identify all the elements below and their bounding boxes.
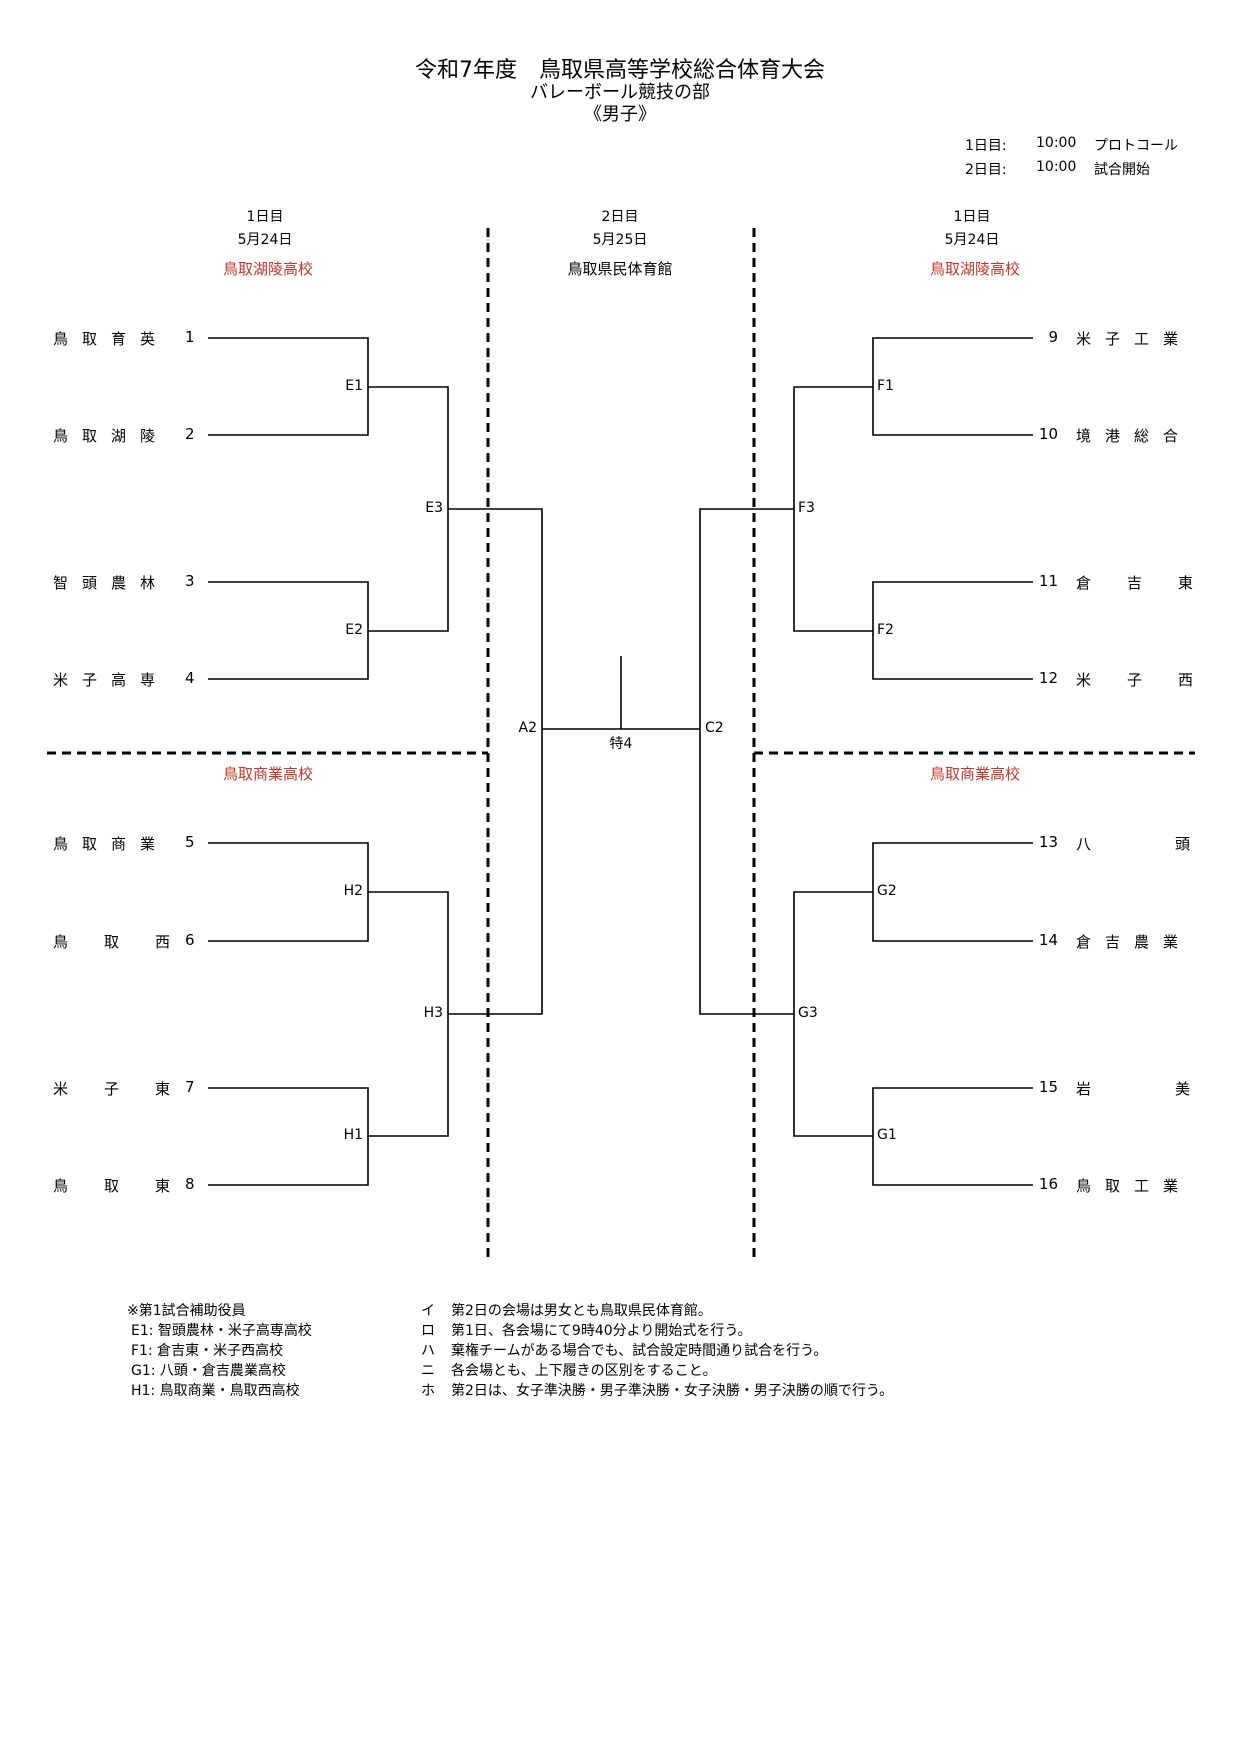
rule-mark: ニ xyxy=(421,1363,435,1379)
right-day-label: 1日目 xyxy=(953,209,991,225)
match-h1-label: H1 xyxy=(343,1127,363,1143)
team-name: 倉吉農業 xyxy=(1076,933,1193,951)
match-f1-label: F1 xyxy=(877,378,894,394)
schedule-day2-event: 試合開始 xyxy=(1094,162,1150,178)
page-subtitle: バレーボール競技の部 xyxy=(530,82,710,103)
team-name: 鳥取湖陵 xyxy=(53,427,170,445)
match-e3-label: E3 xyxy=(425,500,443,516)
match-e2-label: E2 xyxy=(345,622,363,638)
team-number: 12 xyxy=(1038,669,1058,687)
team-right-9: 米子工業 xyxy=(1076,328,1192,349)
team-number: 9 xyxy=(1048,328,1058,346)
team-number: 2 xyxy=(185,425,195,443)
team-number: 14 xyxy=(1038,931,1058,949)
match-a2-label: A2 xyxy=(518,720,537,736)
left-date-label: 5月24日 xyxy=(237,232,293,248)
team-number: 7 xyxy=(185,1078,195,1096)
team-number: 11 xyxy=(1038,572,1058,590)
assist-item-g1: G1: 八頭・倉吉農業高校 xyxy=(131,1363,286,1379)
rule-mark: ホ xyxy=(421,1383,435,1399)
team-left-2: 鳥取湖陵 xyxy=(53,425,165,446)
match-g3-label: G3 xyxy=(798,1005,818,1021)
center-venue: 鳥取県民体育館 xyxy=(567,260,673,278)
team-number: 8 xyxy=(185,1175,195,1193)
match-h3-label: H3 xyxy=(423,1005,443,1021)
team-number: 10 xyxy=(1038,425,1058,443)
team-number: 6 xyxy=(185,931,195,949)
page-title: 令和7年度 鳥取県高等学校総合体育大会 xyxy=(415,58,825,83)
team-right-15: 岩美 xyxy=(1076,1078,1241,1099)
match-final-label: 特4 xyxy=(609,736,633,752)
match-c2-label: C2 xyxy=(705,720,724,736)
team-name: 鳥取工業 xyxy=(1076,1177,1193,1195)
team-name: 米子工業 xyxy=(1076,330,1193,348)
schedule-day1-label: 1日目: xyxy=(965,138,1007,154)
team-name: 鳥取東 xyxy=(53,1177,207,1195)
match-g2-label: G2 xyxy=(877,883,897,899)
team-left-6: 鳥取西 xyxy=(53,931,207,952)
assist-item-h1: H1: 鳥取商業・鳥取西高校 xyxy=(131,1383,300,1399)
schedule-day1-time: 10:00 xyxy=(1036,135,1077,151)
team-name: 鳥取育英 xyxy=(53,330,170,348)
venue-top-left: 鳥取湖陵高校 xyxy=(222,260,314,278)
schedule-day1-event: プロトコール xyxy=(1094,138,1178,154)
team-number: 13 xyxy=(1038,833,1058,851)
rule-text: 各会場とも、上下履きの区別をすること。 xyxy=(451,1363,717,1379)
team-left-7: 米子東 xyxy=(53,1078,207,1099)
team-number: 3 xyxy=(185,572,195,590)
venue-bottom-right: 鳥取商業高校 xyxy=(929,765,1021,783)
venue-top-right: 鳥取湖陵高校 xyxy=(929,260,1021,278)
assist-heading: ※第1試合補助役員 xyxy=(127,1303,246,1319)
team-name: 米子西 xyxy=(1076,671,1230,689)
team-left-5: 鳥取商業 xyxy=(53,833,165,854)
venue-bottom-left: 鳥取商業高校 xyxy=(222,765,314,783)
schedule-day2-label: 2日目: xyxy=(965,162,1007,178)
schedule-day2-time: 10:00 xyxy=(1036,159,1077,175)
team-right-16: 鳥取工業 xyxy=(1076,1175,1192,1196)
team-number: 5 xyxy=(185,833,195,851)
team-name: 米子東 xyxy=(53,1080,207,1098)
assist-item-e1: E1: 智頭農林・米子高専高校 xyxy=(131,1323,312,1339)
left-day-label: 1日目 xyxy=(246,209,284,225)
team-right-14: 倉吉農業 xyxy=(1076,931,1192,952)
rule-text: 第2日は、女子準決勝・男子準決勝・女子決勝・男子決勝の順で行う。 xyxy=(451,1383,894,1399)
team-name: 鳥取商業 xyxy=(53,835,170,853)
team-number: 16 xyxy=(1038,1175,1058,1193)
rule-text: 第1日、各会場にて9時40分より開始式を行う。 xyxy=(451,1323,752,1339)
team-right-12: 米子西 xyxy=(1076,669,1229,690)
team-right-10: 境港総合 xyxy=(1076,425,1192,446)
team-left-4: 米子高専 xyxy=(53,669,165,690)
match-f2-label: F2 xyxy=(877,622,894,638)
rule-mark: ロ xyxy=(421,1323,435,1339)
team-left-8: 鳥取東 xyxy=(53,1175,207,1196)
team-right-11: 倉吉東 xyxy=(1076,572,1229,593)
assist-item-f1: F1: 倉吉東・米子西高校 xyxy=(131,1343,284,1359)
rule-text: 棄権チームがある場合でも、試合設定時間通り試合を行う。 xyxy=(451,1343,828,1359)
match-f3-label: F3 xyxy=(798,500,815,516)
team-name: 境港総合 xyxy=(1076,427,1193,445)
team-number: 1 xyxy=(185,328,195,346)
team-right-13: 八頭 xyxy=(1076,833,1241,854)
team-name: 鳥取西 xyxy=(53,933,207,951)
match-g1-label: G1 xyxy=(877,1127,897,1143)
team-name: 八頭 xyxy=(1076,835,1190,853)
rule-mark: ハ xyxy=(421,1343,435,1359)
center-day-label: 2日目 xyxy=(601,209,639,225)
team-number: 15 xyxy=(1038,1078,1058,1096)
team-name: 倉吉東 xyxy=(1076,574,1230,592)
right-date-label: 5月24日 xyxy=(944,232,1000,248)
match-e1-label: E1 xyxy=(345,378,363,394)
team-name: 智頭農林 xyxy=(53,574,170,592)
team-number: 4 xyxy=(185,669,195,687)
team-name: 米子高専 xyxy=(53,671,170,689)
center-date-label: 5月25日 xyxy=(592,232,648,248)
match-h2-label: H2 xyxy=(343,883,363,899)
team-left-1: 鳥取育英 xyxy=(53,328,165,349)
rule-text: 第2日の会場は男女とも鳥取県民体育館。 xyxy=(451,1303,712,1319)
division-label: 《男子》 xyxy=(584,104,656,125)
team-left-3: 智頭農林 xyxy=(53,572,165,593)
team-name: 岩美 xyxy=(1076,1080,1190,1098)
rule-mark: イ xyxy=(421,1303,435,1319)
